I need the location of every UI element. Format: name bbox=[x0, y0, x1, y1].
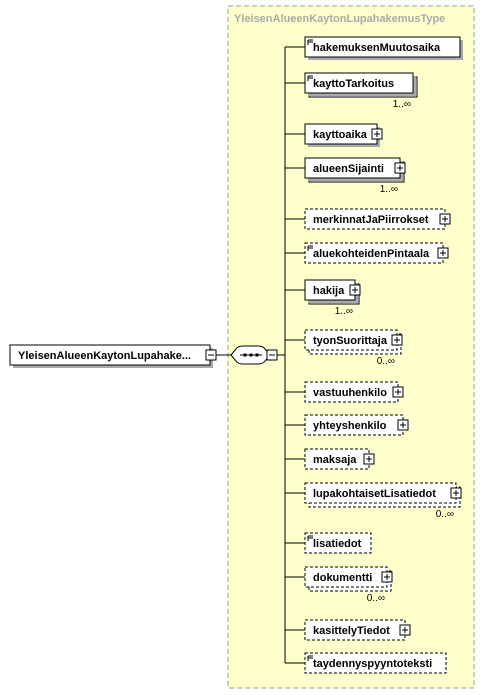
expand-icon[interactable] bbox=[437, 247, 449, 259]
element-label: aluekohteidenPintaala bbox=[313, 248, 430, 260]
root-collapse-toggle[interactable] bbox=[205, 349, 217, 361]
documentation-icon bbox=[307, 39, 313, 45]
element-box bbox=[304, 448, 370, 470]
element-label: kasittelyTiedot bbox=[313, 625, 390, 637]
element-kasittely-tiedot[interactable]: kasittelyTiedot bbox=[285, 619, 411, 641]
element-hakija[interactable]: hakija 1..∞ bbox=[285, 279, 361, 317]
element-lisatiedot[interactable]: lisatiedot bbox=[285, 532, 372, 554]
expand-icon[interactable] bbox=[371, 128, 383, 140]
sequence-collapse-toggle[interactable] bbox=[266, 349, 278, 361]
cardinality-label: 1..∞ bbox=[393, 99, 411, 110]
sequence-compositor bbox=[230, 345, 271, 365]
expand-icon[interactable] bbox=[450, 487, 462, 499]
expand-icon[interactable] bbox=[391, 334, 403, 346]
expand-icon[interactable] bbox=[439, 213, 451, 225]
documentation-icon bbox=[307, 245, 313, 251]
expand-icon[interactable] bbox=[397, 419, 409, 431]
element-label: merkinnatJaPiirrokset bbox=[313, 214, 429, 226]
connector-lines bbox=[216, 47, 286, 663]
element-aluekohteiden-pintaala[interactable]: aluekohteidenPintaala bbox=[285, 242, 449, 264]
element-box bbox=[304, 36, 461, 58]
element-label: lisatiedot bbox=[313, 538, 362, 550]
element-label: dokumentti bbox=[313, 572, 372, 584]
element-yhteyshenkilo[interactable]: yhteyshenkilo bbox=[285, 414, 409, 436]
element-label: yhteyshenkilo bbox=[313, 420, 387, 432]
element-box bbox=[304, 72, 414, 94]
complex-type-title: YleisenAlueenKaytonLupahakemusType bbox=[234, 13, 445, 25]
root-element[interactable]: YleisenAlueenKaytonLupahake... bbox=[9, 344, 213, 368]
documentation-icon bbox=[307, 75, 313, 81]
element-taydennyspyyntoteksti[interactable]: taydennyspyyntoteksti bbox=[285, 652, 447, 674]
element-maksaja[interactable]: maksaja bbox=[285, 448, 375, 470]
element-kaytto-tarkoitus[interactable]: kayttoTarkoitus 1..∞ bbox=[285, 72, 418, 110]
element-label: vastuuhenkilo bbox=[313, 387, 387, 399]
element-alueen-sijainti[interactable]: alueenSijainti 1..∞ bbox=[285, 157, 406, 195]
element-merkinnat-ja-piirrokset[interactable]: merkinnatJaPiirrokset bbox=[285, 208, 451, 230]
element-tyon-suorittaja[interactable]: tyonSuorittaja 0..∞ bbox=[285, 329, 403, 367]
root-element-label: YleisenAlueenKaytonLupahake... bbox=[18, 350, 191, 362]
expand-icon[interactable] bbox=[394, 162, 406, 174]
cardinality-label: 0..∞ bbox=[367, 593, 385, 604]
documentation-icon bbox=[307, 655, 313, 661]
element-label: hakija bbox=[313, 285, 345, 297]
cardinality-label: 0..∞ bbox=[377, 356, 395, 367]
element-vastuuhenkilo[interactable]: vastuuhenkilo bbox=[285, 381, 404, 403]
element-label: kayttoaika bbox=[313, 129, 368, 141]
documentation-icon bbox=[307, 535, 313, 541]
element-label: tyonSuorittaja bbox=[313, 335, 388, 347]
child-elements: hakemuksenMuutosaikakayttoTarkoitus1..∞k… bbox=[285, 36, 463, 674]
element-hakemuksen-muutosaika[interactable]: hakemuksenMuutosaika bbox=[285, 36, 463, 60]
cardinality-label: 0..∞ bbox=[436, 509, 454, 520]
element-box bbox=[304, 532, 372, 554]
expand-icon[interactable] bbox=[392, 386, 404, 398]
element-label: taydennyspyyntoteksti bbox=[313, 658, 432, 670]
element-label: alueenSijainti bbox=[313, 163, 384, 175]
cardinality-label: 1..∞ bbox=[335, 306, 353, 317]
cardinality-label: 1..∞ bbox=[380, 184, 398, 195]
element-label: kayttoTarkoitus bbox=[313, 78, 394, 90]
expand-icon[interactable] bbox=[381, 571, 393, 583]
element-box bbox=[304, 652, 447, 674]
element-label: maksaja bbox=[313, 454, 357, 466]
element-label: hakemuksenMuutosaika bbox=[313, 42, 441, 54]
expand-icon[interactable] bbox=[349, 284, 361, 296]
element-dokumentti[interactable]: dokumentti 0..∞ bbox=[285, 566, 393, 604]
element-label: lupakohtaisetLisatiedot bbox=[313, 488, 436, 500]
expand-icon[interactable] bbox=[399, 624, 411, 636]
element-kayttoaika[interactable]: kayttoaika bbox=[285, 123, 383, 147]
expand-icon[interactable] bbox=[363, 453, 375, 465]
